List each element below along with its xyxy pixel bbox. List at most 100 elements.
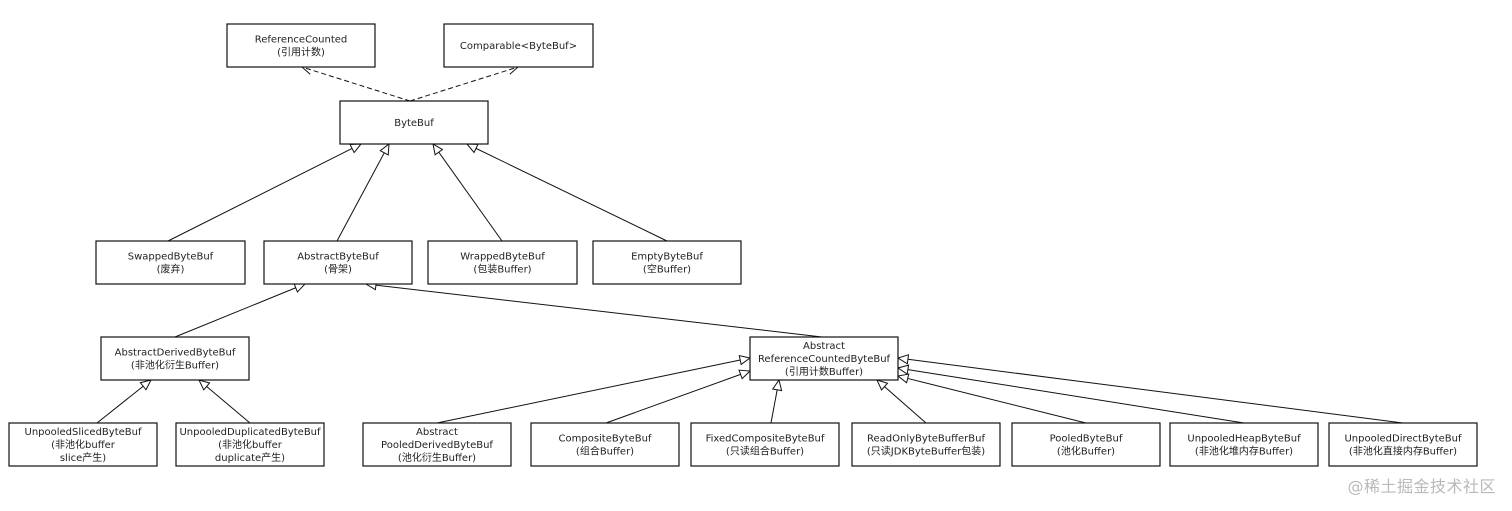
edge-line xyxy=(206,386,251,424)
edge-line xyxy=(174,287,296,338)
node-box xyxy=(8,422,158,467)
hollow-arrowhead xyxy=(896,373,910,384)
node-box xyxy=(851,422,1001,467)
node-box xyxy=(339,100,489,145)
node-label: (引用计数Buffer) xyxy=(785,365,863,378)
edge-fixedcompositebytebuf-to-abstractreferencecountedbytebuf xyxy=(770,378,783,424)
hollow-arrowhead xyxy=(896,354,910,365)
node-label: (非池化堆内存Buffer) xyxy=(1195,445,1293,458)
node-box xyxy=(100,336,250,381)
hollow-arrowhead xyxy=(379,142,390,156)
node-unpooleddirectbytebuf: UnpooledDirectByteBuf(非池化直接内存Buffer) xyxy=(1328,422,1478,467)
node-label: UnpooledSlicedByteBuf xyxy=(25,427,142,438)
node-box xyxy=(1328,422,1478,467)
node-pooledbytebuf: PooledByteBuf(池化Buffer) xyxy=(1011,422,1161,467)
edge-line xyxy=(375,284,823,338)
node-label: duplicate产生) xyxy=(215,451,285,464)
node-label: (废弃) xyxy=(157,263,185,276)
node-label: (引用计数) xyxy=(277,46,325,59)
node-label: (非池化直接内存Buffer) xyxy=(1349,445,1457,458)
node-box xyxy=(749,336,899,381)
node-emptybytebuf: EmptyByteBuf(空Buffer) xyxy=(592,240,742,285)
node-label: EmptyByteBuf xyxy=(631,252,703,263)
edge-swappedbytebuf-to-bytebuf xyxy=(167,143,363,242)
hollow-arrowhead xyxy=(139,379,152,391)
edge-line xyxy=(167,148,353,242)
node-box xyxy=(362,422,512,467)
node-label: PooledByteBuf xyxy=(1050,434,1123,445)
node-box xyxy=(226,23,376,68)
edge-line xyxy=(884,386,927,424)
node-label: WrappedByteBuf xyxy=(460,252,545,263)
node-fixedcompositebytebuf: FixedCompositeByteBuf(只读组合Buffer) xyxy=(690,422,840,467)
edge-line xyxy=(409,66,519,102)
hollow-arrowhead xyxy=(876,379,889,391)
edge-unpooledslicedbytebuf-to-abstractderivedbytebuf xyxy=(96,379,152,424)
node-label: (骨架) xyxy=(324,264,352,276)
node-wrappedbytebuf: WrappedByteBuf(包装Buffer) xyxy=(427,240,578,285)
node-label: (非池化buffer xyxy=(51,438,116,451)
node-label: (组合Buffer) xyxy=(576,445,634,458)
edge-readonlybytebufferbuf-to-abstractreferencecountedbytebuf xyxy=(876,379,927,424)
edge-unpooleddirectbytebuf-to-abstractreferencecountedbytebuf xyxy=(896,354,1404,424)
edge-line xyxy=(907,377,1087,424)
node-label: (池化Buffer) xyxy=(1057,445,1115,458)
node-abstractreferencecountedbytebuf: AbstractReferenceCountedByteBuf(引用计数Buff… xyxy=(749,336,899,381)
node-referencecounted: ReferenceCounted(引用计数) xyxy=(226,23,376,68)
node-box xyxy=(427,240,578,285)
hollow-arrowhead xyxy=(293,283,307,293)
node-box xyxy=(95,240,246,285)
node-label: UnpooledDuplicatedByteBuf xyxy=(179,427,321,438)
hollow-arrowhead xyxy=(198,379,211,391)
edge-line xyxy=(907,358,1404,424)
edge-abstractpooledderivedbytebuf-to-abstractreferencecountedbytebuf xyxy=(436,354,752,424)
node-box xyxy=(530,422,680,467)
node-label: AbstractDerivedByteBuf xyxy=(115,348,236,359)
edge-line xyxy=(770,389,778,424)
edge-bytebuf-to-comparable xyxy=(409,65,520,102)
node-swappedbytebuf: SwappedByteBuf(废弃) xyxy=(95,240,246,285)
node-abstractderivedbytebuf: AbstractDerivedByteBuf(非池化衍生Buffer) xyxy=(100,336,250,381)
node-label: Comparable<ByteBuf> xyxy=(460,41,577,52)
hollow-arrowhead xyxy=(771,378,783,392)
node-label: Abstract xyxy=(416,427,458,438)
edge-emptybytebuf-to-bytebuf xyxy=(465,143,668,242)
node-label: Abstract xyxy=(803,341,845,352)
hollow-arrowhead xyxy=(738,369,752,380)
node-bytebuf: ByteBuf xyxy=(339,100,489,145)
node-label: AbstractByteBuf xyxy=(297,252,379,263)
node-label: (空Buffer) xyxy=(643,263,691,276)
edge-unpooledduplicatedbytebuf-to-abstractderivedbytebuf xyxy=(198,379,251,424)
node-label: (只读JDKByteBuffer包装) xyxy=(867,445,985,458)
hollow-arrowhead xyxy=(738,354,752,366)
node-label: PooledDerivedByteBuf xyxy=(381,440,493,451)
edge-line xyxy=(301,66,411,102)
node-label: (只读组合Buffer) xyxy=(726,445,804,458)
edge-bytebuf-to-referencecounted xyxy=(300,65,411,102)
node-unpooledduplicatedbytebuf: UnpooledDuplicatedByteBuf(非池化bufferdupli… xyxy=(175,422,325,467)
node-compositebytebuf: CompositeByteBuf(组合Buffer) xyxy=(530,422,680,467)
edge-line xyxy=(907,369,1245,424)
node-unpooledheapbytebuf: UnpooledHeapByteBuf(非池化堆内存Buffer) xyxy=(1169,422,1319,467)
edge-line xyxy=(475,147,668,242)
node-label: FixedCompositeByteBuf xyxy=(706,434,825,445)
node-box xyxy=(263,240,413,285)
hollow-arrowhead xyxy=(432,143,444,156)
edge-line xyxy=(336,152,385,242)
node-box xyxy=(690,422,840,467)
edge-line xyxy=(605,373,741,424)
edge-pooledbytebuf-to-abstractreferencecountedbytebuf xyxy=(896,373,1087,424)
watermark: @稀土掘金技术社区 xyxy=(1347,477,1496,496)
hollow-arrowhead xyxy=(896,364,910,375)
node-label: CompositeByteBuf xyxy=(559,434,652,445)
node-label: (包装Buffer) xyxy=(473,263,531,276)
edge-line xyxy=(438,151,503,242)
node-label: ReadOnlyByteBufferBuf xyxy=(867,434,985,445)
nodes-layer: ReferenceCounted(引用计数) Comparable<ByteBuf… xyxy=(8,23,1478,467)
node-label: ReferenceCounted xyxy=(255,35,348,46)
edge-abstractderivedbytebuf-to-abstractbytebuf xyxy=(174,283,307,338)
edge-compositebytebuf-to-abstractreferencecountedbytebuf xyxy=(605,369,752,424)
node-label: (池化衍生Buffer) xyxy=(398,451,476,464)
